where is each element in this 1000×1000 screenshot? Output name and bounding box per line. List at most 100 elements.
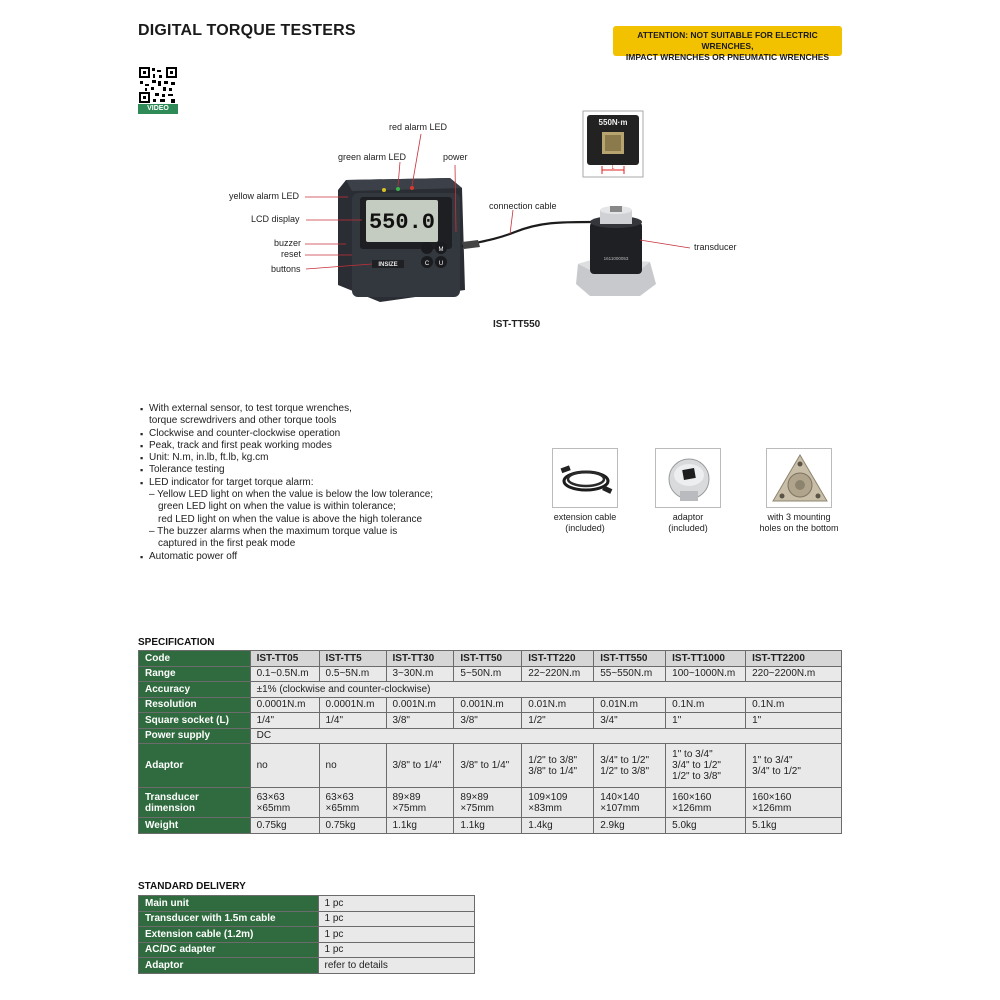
spec-weight-cell: 1.1kg <box>453 817 523 834</box>
button-up[interactable] <box>421 242 433 254</box>
button-u-label: U <box>439 261 443 267</box>
spec-power-cell: DC <box>249 727 843 744</box>
attention-line-2: IMPACT WRENCHES OR PNEUMATIC WRENCHES <box>625 52 830 62</box>
feature-item: With external sensor, to test torque wre… <box>140 403 433 416</box>
delivery-item: AC/DC adapter <box>138 941 319 958</box>
spec-weight-cell: 0.75kg <box>318 817 387 834</box>
callout-connection-cable: connection cable <box>489 201 557 211</box>
button-m[interactable] <box>435 242 447 254</box>
callout-power: power <box>443 152 468 162</box>
spec-code-cell: IST-TT1000 <box>665 650 747 667</box>
spec-dimension-cell: 109×109×83mm <box>521 787 595 818</box>
adaptor-line: 1/2" to 3/8" <box>528 754 578 766</box>
feature-item: LED indicator for target torque alarm: <box>140 477 433 490</box>
connection-cable <box>461 220 593 248</box>
dimension-line: 160×160 <box>752 791 792 803</box>
specification-table: Code IST-TT05 IST-TT5 IST-TT30 IST-TT50 … <box>138 650 843 834</box>
callout-lcd-display: LCD display <box>251 214 300 224</box>
main-unit-image <box>338 178 465 302</box>
spec-adaptor-cell: 1/2" to 3/8"3/8" to 1/4" <box>521 743 595 788</box>
feature-list: With external sensor, to test torque wre… <box>140 403 433 563</box>
socket-rating-label: 550N·m <box>599 118 628 127</box>
adaptor-caption: adaptor <box>672 512 704 522</box>
feature-sub-item: – The buzzer alarms when the maximum tor… <box>149 525 398 537</box>
table-row: Resolution 0.0001N.m 0.0001N.m 0.001N.m … <box>138 696 842 713</box>
dimension-line: 89×89 <box>460 791 489 803</box>
table-row: Accuracy ±1% (clockwise and counter-cloc… <box>138 681 843 698</box>
dimension-line: 63×63 <box>256 791 285 803</box>
mounting-holes-caption-note: holes on the bottom <box>759 522 839 533</box>
table-row: AC/DC adapter 1 pc <box>138 941 475 958</box>
table-row: Power supply DC <box>138 727 843 744</box>
video-qr-code[interactable]: VIDEO <box>138 66 178 114</box>
dimension-line: ×126mm <box>752 802 792 814</box>
spec-label-resolution: Resolution <box>138 696 251 713</box>
spec-weight-cell: 5.0kg <box>665 817 747 834</box>
delivery-qty: 1 pc <box>317 941 475 958</box>
spec-socket-cell: 1/4" <box>249 712 320 729</box>
feature-item: Tolerance testing <box>140 464 433 477</box>
adaptor-line: no <box>325 760 337 771</box>
spec-adaptor-cell: 3/8" to 1/4" <box>385 743 455 788</box>
spec-adaptor-cell: 1" to 3/4"3/4" to 1/2"1/2" to 3/8" <box>665 743 747 788</box>
spec-socket-cell: 1/4" <box>318 712 387 729</box>
table-row: Transducer with 1.5m cable 1 pc <box>138 910 475 927</box>
spec-range-cell: 55~550N.m <box>593 665 667 682</box>
transducer-serial: 1611000053 <box>604 256 629 261</box>
spec-label-range: Range <box>138 665 251 682</box>
spec-socket-cell: 3/8" <box>453 712 523 729</box>
table-row: Weight 0.75kg 0.75kg 1.1kg 1.1kg 1.4kg 2… <box>138 817 842 834</box>
dimension-line: ×65mm <box>325 802 360 814</box>
spec-code-cell: IST-TT5 <box>318 650 387 667</box>
spec-resolution-cell: 0.01N.m <box>593 696 667 713</box>
spec-weight-cell: 1.1kg <box>385 817 455 834</box>
delivery-item: Extension cable (1.2m) <box>138 926 319 943</box>
page-title: DIGITAL TORQUE TESTERS <box>138 22 356 39</box>
table-row: Extension cable (1.2m) 1 pc <box>138 926 475 943</box>
spec-code-cell: IST-TT550 <box>593 650 667 667</box>
accessory-mounting-holes: with 3 mounting holes on the bottom <box>759 448 839 533</box>
spec-code-cell: IST-TT220 <box>521 650 595 667</box>
spec-label-code: Code <box>138 650 251 667</box>
transducer-image <box>576 206 656 296</box>
spec-resolution-cell: 0.1N.m <box>745 696 842 713</box>
spec-range-cell: 5~50N.m <box>453 665 523 682</box>
callout-leader-lines <box>305 133 691 270</box>
adaptor-line: 3/4" to 1/2" <box>672 760 721 771</box>
table-row: Square socket (L) 1/4" 1/4" 3/8" 3/8" 1/… <box>138 712 842 729</box>
button-c[interactable] <box>421 256 433 268</box>
socket-dimension-mark: L <box>612 165 615 171</box>
delivery-item: Main unit <box>138 895 319 912</box>
spec-range-cell: 0.5~5N.m <box>318 665 387 682</box>
spec-code-cell: IST-TT2200 <box>745 650 842 667</box>
dimension-label-line: dimension <box>145 802 196 814</box>
spec-socket-cell: 1" <box>665 712 747 729</box>
spec-dimension-cell: 63×63×65mm <box>249 787 320 818</box>
button-u[interactable] <box>435 256 447 268</box>
spec-socket-cell: 3/4" <box>593 712 667 729</box>
specification-heading: SPECIFICATION <box>138 637 215 648</box>
spec-resolution-cell: 0.001N.m <box>453 696 523 713</box>
spec-weight-cell: 1.4kg <box>521 817 595 834</box>
spec-dimension-cell: 63×63×65mm <box>318 787 387 818</box>
red-led <box>410 186 414 190</box>
spec-adaptor-cell: 3/8" to 1/4" <box>453 743 523 788</box>
dimension-line: 109×109 <box>528 791 568 803</box>
product-model-label: IST-TT550 <box>493 319 541 330</box>
delivery-item: Adaptor <box>138 957 319 974</box>
adaptor-line: 1" to 3/4" <box>752 754 793 766</box>
spec-code-cell: IST-TT30 <box>385 650 455 667</box>
callout-buttons: buttons <box>271 264 301 274</box>
standard-delivery-table: Main unit 1 pc Transducer with 1.5m cabl… <box>138 895 475 974</box>
spec-accuracy-cell: ±1% (clockwise and counter-clockwise) <box>249 681 843 698</box>
video-label: VIDEO <box>138 104 178 114</box>
attention-line-1: ATTENTION: NOT SUITABLE FOR ELECTRIC WRE… <box>637 30 818 51</box>
spec-label-weight: Weight <box>138 817 251 834</box>
dimension-line: ×75mm <box>392 802 427 814</box>
dimension-line: ×107mm <box>600 802 640 814</box>
dimension-line: 140×140 <box>600 791 640 803</box>
spec-range-cell: 220~2200N.m <box>745 665 842 682</box>
spec-resolution-cell: 0.01N.m <box>521 696 595 713</box>
feature-sub-item-continued: green LED light on when the value is wit… <box>158 501 396 513</box>
